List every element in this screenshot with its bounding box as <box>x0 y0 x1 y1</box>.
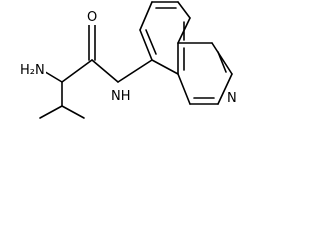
atom-label-nh2: H₂N <box>20 63 45 78</box>
bond-c6-c5 <box>139 1 153 31</box>
atom-label-ring-n: N <box>227 91 237 106</box>
bond-n1-c2-double <box>217 51 227 73</box>
bond-c5-c6-inner <box>139 29 153 61</box>
bond-c2-c3 <box>217 73 233 105</box>
mask-amide-nh <box>110 88 132 104</box>
mask-ring-n <box>226 90 240 106</box>
bond-ca-carbonyl <box>61 59 93 83</box>
atom-label-amide-nh: NH <box>111 89 131 104</box>
bond-carbonyl-nh <box>91 59 119 83</box>
atom-label-oxygen: O <box>87 10 97 25</box>
bond-iprch-ch3-right <box>61 105 85 119</box>
structure-diagram: H₂N O NH N <box>18 1 240 119</box>
bond-c5-inner-double <box>145 29 157 55</box>
bond-nh-quinoline <box>117 59 153 83</box>
bond-n1-c2 <box>211 42 233 75</box>
bond-c5-c4a <box>151 59 179 75</box>
bond-iprch-ch3-left <box>39 105 63 119</box>
mask-nh2 <box>18 62 46 78</box>
mask-oxygen <box>86 9 99 25</box>
bond-c4-c4a <box>177 73 191 105</box>
bond-c8-c7 <box>177 1 191 19</box>
